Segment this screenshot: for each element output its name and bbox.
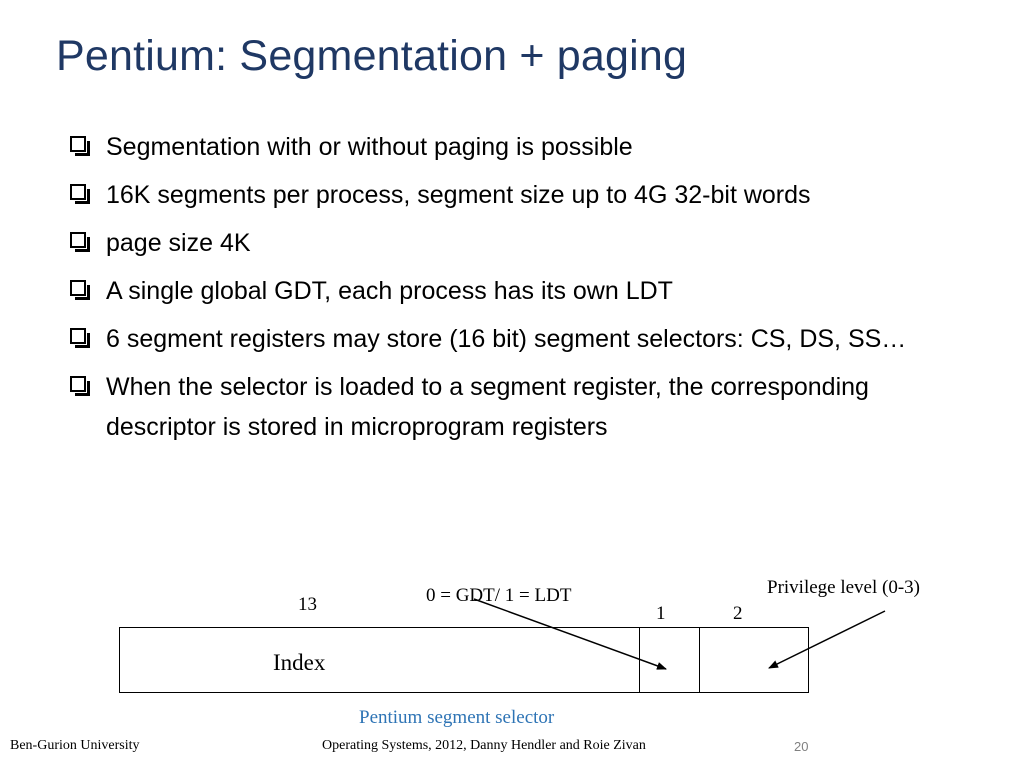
table-indicator-arrow <box>473 598 667 670</box>
diagram-caption: Pentium segment selector <box>359 707 555 728</box>
checkbox-bullet-icon <box>70 232 90 252</box>
index-field-label: Index <box>273 650 326 675</box>
bullet-text: 6 segment registers may store (16 bit) s… <box>106 325 907 353</box>
footer-institution: Ben-Gurion University <box>10 738 140 753</box>
footer-course: Operating Systems, 2012, Danny Hendler a… <box>322 738 646 753</box>
slide-title: Pentium: Segmentation + paging <box>56 32 688 80</box>
bullet-text: A single global GDT, each process has it… <box>106 277 673 305</box>
checkbox-bullet-icon <box>70 280 90 300</box>
field-divider <box>699 627 700 693</box>
checkbox-bullet-icon <box>70 184 90 204</box>
bullet-item: A single global GDT, each process has it… <box>66 271 966 311</box>
bullet-item: 16K segments per process, segment size u… <box>66 175 966 215</box>
bullet-text: page size 4K <box>106 229 251 257</box>
page-number: 20 <box>794 739 809 754</box>
bullet-item: When the selector is loaded to a segment… <box>66 367 966 447</box>
rpl-bit-count: 2 <box>733 603 743 624</box>
checkbox-bullet-icon <box>70 136 90 156</box>
privilege-level-label: Privilege level (0-3) <box>767 577 921 598</box>
ti-bit-count: 1 <box>656 603 666 624</box>
checkbox-bullet-icon <box>70 328 90 348</box>
table-indicator-label: 0 = GDT/ 1 = LDT <box>426 585 572 606</box>
privilege-level-arrow <box>768 610 886 669</box>
selector-register-box <box>119 627 809 693</box>
bullet-text: When the selector is loaded to a segment… <box>106 373 869 441</box>
bullet-item: Segmentation with or without paging is p… <box>66 127 966 167</box>
index-bit-count: 13 <box>298 594 317 615</box>
bullet-item: 6 segment registers may store (16 bit) s… <box>66 319 966 359</box>
bullet-text: Segmentation with or without paging is p… <box>106 133 633 161</box>
checkbox-bullet-icon <box>70 376 90 396</box>
bullet-item: page size 4K <box>66 223 966 263</box>
bullet-text: 16K segments per process, segment size u… <box>106 181 811 209</box>
bullet-list: Segmentation with or without paging is p… <box>66 127 966 455</box>
